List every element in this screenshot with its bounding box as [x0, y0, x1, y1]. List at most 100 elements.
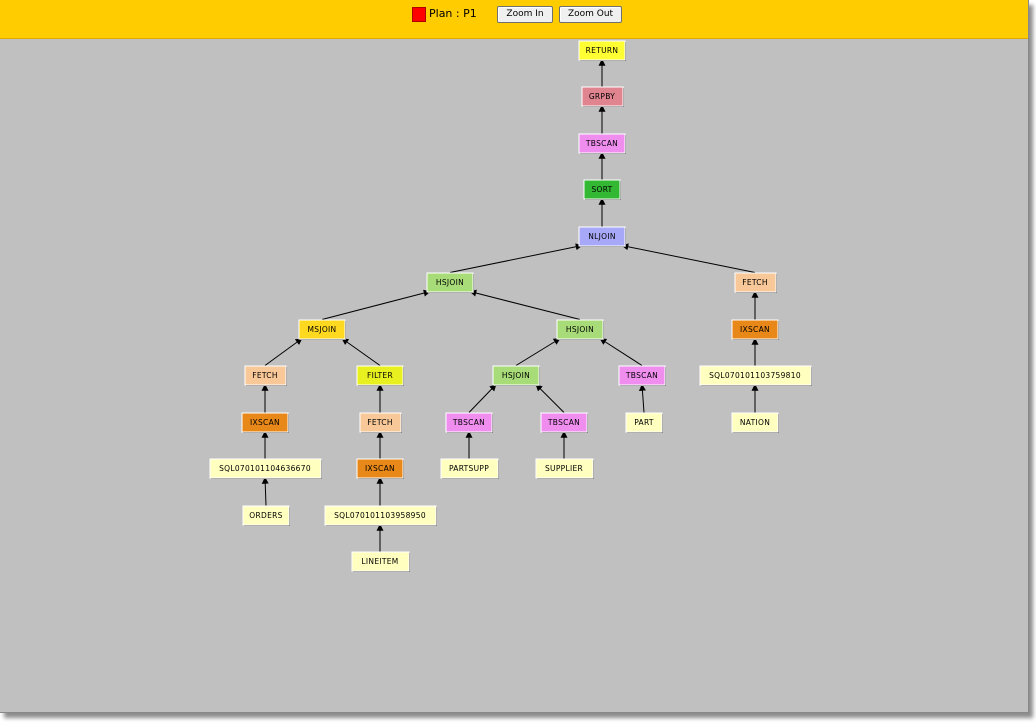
plan-node-label: PARTSUPP	[449, 464, 489, 473]
plan-node-label: TBSCAN	[625, 371, 658, 380]
plan-node-supplier[interactable]: SUPPLIER	[535, 458, 594, 479]
plan-node-label: TBSCAN	[452, 418, 485, 427]
plan-node-tbscan_partsupp[interactable]: TBSCAN	[445, 412, 493, 433]
plan-node-box	[356, 458, 404, 479]
plan-node-label: NATION	[740, 418, 770, 427]
plan-node-label: HSJOIN	[502, 371, 530, 380]
plan-node-box	[324, 505, 437, 526]
edge-tbscan_part-to-hsjoin_2	[599, 338, 643, 366]
plan-node-label: HSJOIN	[436, 278, 464, 287]
plan-node-fetch_orders[interactable]: FETCH	[244, 365, 287, 386]
plan-node-nation[interactable]: NATION	[731, 412, 779, 433]
plan-node-box	[625, 412, 663, 433]
plan-node-idx_lineitem[interactable]: SQL070101103958950	[324, 505, 437, 526]
plan-node-filter[interactable]: FILTER	[356, 365, 404, 386]
plan-node-box	[731, 412, 779, 433]
plan-node-box	[578, 40, 626, 61]
plan-node-box	[426, 272, 474, 293]
plan-node-box	[535, 458, 594, 479]
plan-node-label: IXSCAN	[250, 418, 280, 427]
plan-label: Plan : P1	[429, 7, 477, 20]
edge-tbscan_supplier-to-hsjoin_3	[535, 384, 565, 413]
plan-node-ixscan_orders[interactable]: IXSCAN	[241, 412, 289, 433]
plan-node-label: IXSCAN	[365, 464, 395, 473]
plan-node-box	[244, 365, 287, 386]
plan-node-box	[242, 505, 290, 526]
plan-node-label: FETCH	[252, 371, 278, 380]
plan-node-label: FETCH	[742, 278, 768, 287]
plan-node-orders[interactable]: ORDERS	[242, 505, 290, 526]
plan-node-ixscan_lineitem[interactable]: IXSCAN	[356, 458, 404, 479]
access-plan-graph: RETURN GRPBY TBSCAN SORT NLJOIN HSJOIN FETCH MS…	[209, 40, 812, 572]
plan-node-hsjoin_2[interactable]: HSJOIN	[556, 319, 604, 340]
edge-orders-to-idx_orders	[261, 476, 269, 506]
plan-node-part[interactable]: PART	[625, 412, 663, 433]
plan-node-box	[440, 458, 499, 479]
plan-graph-window: Plan : P1 Zoom In Zoom Out RETURN GRPBY TB…	[0, 0, 1029, 713]
plan-node-hsjoin_1[interactable]: HSJOIN	[426, 272, 474, 293]
plan-node-box	[445, 412, 493, 433]
plan-node-box	[540, 412, 588, 433]
plan-node-idx_orders[interactable]: SQL070101104636670	[209, 458, 322, 479]
plan-node-label: SQL070101103958950	[334, 511, 426, 520]
plan-node-partsupp[interactable]: PARTSUPP	[440, 458, 499, 479]
plan-node-label: MSJOIN	[308, 325, 337, 334]
plan-node-box	[241, 412, 289, 433]
plan-node-tbscan_part[interactable]: TBSCAN	[618, 365, 666, 386]
toolbar: Plan : P1 Zoom In Zoom Out	[0, 0, 1028, 39]
plan-node-label: IXSCAN	[740, 325, 770, 334]
plan-node-tbscan_top[interactable]: TBSCAN	[578, 133, 626, 154]
edge-hsjoin_3-to-hsjoin_2	[515, 338, 561, 366]
plan-node-label: FILTER	[367, 371, 393, 380]
plan-color-marker	[412, 7, 426, 22]
edge-tbscan_partsupp-to-hsjoin_3	[468, 383, 497, 413]
plan-node-box	[618, 365, 666, 386]
edges-layer	[261, 58, 759, 552]
edge-hsjoin_2-to-hsjoin_1	[469, 289, 581, 320]
plan-node-label: SQL070101103759810	[709, 371, 801, 380]
plan-node-tbscan_supplier[interactable]: TBSCAN	[540, 412, 588, 433]
plan-node-label: SQL070101104636670	[219, 464, 311, 473]
plan-node-label: RETURN	[586, 46, 619, 55]
plan-node-label: PART	[634, 418, 654, 427]
plan-node-fetch_lineitem[interactable]: FETCH	[359, 412, 402, 433]
plan-node-label: TBSCAN	[547, 418, 580, 427]
plan-node-box	[578, 226, 626, 247]
plan-node-fetch_nation[interactable]: FETCH	[734, 272, 777, 293]
plan-node-label: LINEITEM	[361, 557, 398, 566]
plan-node-idx_nation[interactable]: SQL070101103759810	[699, 365, 812, 386]
plan-node-label: SORT	[591, 185, 612, 194]
plan-node-return[interactable]: RETURN	[578, 40, 626, 61]
plan-node-label: SUPPLIER	[545, 464, 583, 473]
plan-node-ixscan_nation[interactable]: IXSCAN	[731, 319, 779, 340]
edge-msjoin-to-hsjoin_1	[321, 289, 431, 320]
plan-node-label: HSJOIN	[566, 325, 594, 334]
zoom-in-button[interactable]: Zoom In	[497, 6, 553, 23]
zoom-out-button[interactable]: Zoom Out	[559, 6, 622, 23]
plan-node-box	[578, 133, 626, 154]
plan-node-box	[734, 272, 777, 293]
plan-node-box	[298, 319, 346, 340]
plan-node-box	[556, 319, 604, 340]
plan-node-box	[356, 365, 404, 386]
plan-node-label: NLJOIN	[588, 232, 616, 241]
plan-node-hsjoin_3[interactable]: HSJOIN	[492, 365, 540, 386]
nodes-layer: RETURN GRPBY TBSCAN SORT NLJOIN HSJOIN FETCH MS…	[209, 40, 812, 572]
edge-part-to-tbscan_part	[638, 383, 646, 413]
plan-node-grpby[interactable]: GRPBY	[581, 86, 624, 107]
plan-node-nljoin[interactable]: NLJOIN	[578, 226, 626, 247]
plan-node-box	[699, 365, 812, 386]
plan-node-label: FETCH	[367, 418, 393, 427]
edge-fetch_orders-to-msjoin	[264, 338, 303, 366]
plan-node-sort[interactable]: SORT	[583, 179, 621, 200]
plan-node-box	[359, 412, 402, 433]
plan-node-label: ORDERS	[249, 511, 282, 520]
plan-node-box	[492, 365, 540, 386]
plan-node-msjoin[interactable]: MSJOIN	[298, 319, 346, 340]
plan-node-lineitem[interactable]: LINEITEM	[351, 551, 410, 572]
plan-node-box	[583, 179, 621, 200]
plan-node-box	[351, 551, 410, 572]
edge-filter-to-msjoin	[341, 338, 381, 366]
plan-node-box	[209, 458, 322, 479]
plan-node-box	[581, 86, 624, 107]
